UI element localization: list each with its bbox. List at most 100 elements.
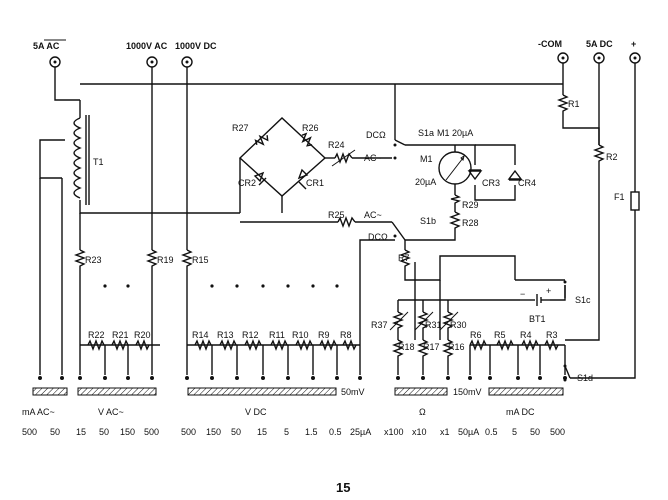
contact-dots [103,284,339,288]
dc-ohm-label-2: DCΩ [368,232,388,242]
ma-ac-value: 50 [50,427,60,437]
resistor-r17 [417,339,429,358]
r3-label: R3 [546,330,558,340]
diodes: CR2 CR1 CR3 CR4 [238,168,536,190]
r27-label: R27 [232,123,249,133]
t1-label: T1 [93,157,104,167]
diode-cr2 [253,171,265,183]
resistor-r14 [194,339,212,351]
v-dc-value: 50 [231,427,241,437]
jack-com-label: -COM [538,39,562,49]
bt1-label: BT1 [529,314,546,324]
ac-label-2: AC~ [364,210,382,220]
r13-label: R13 [217,330,234,340]
ohm-value: x1 [440,427,450,437]
r26-label: R26 [302,123,319,133]
r19-label: R19 [157,255,174,265]
switch-s1d [564,365,571,379]
ac-label-1: AC~ [364,153,382,163]
resistor-r11 [270,339,288,351]
resistor-r9 [319,339,337,351]
r5-label: R5 [494,330,506,340]
r24-label: R24 [328,140,345,150]
resistor-r10 [295,339,313,351]
resistor-r25 [337,216,356,228]
v-ac-value: 50 [99,427,109,437]
resistor-r13 [219,339,237,351]
r16-label: R16 [448,342,465,352]
diode-cr1 [297,168,309,180]
f1-label: F1 [614,192,625,202]
v-ac-value: 150 [120,427,135,437]
r10-label: R10 [292,330,309,340]
terminal-leads [39,345,471,375]
cr4-label: CR4 [518,178,536,188]
r2-label: R2 [606,152,618,162]
resistor-r15 [181,249,193,268]
r8-label: R8 [340,330,352,340]
jack-1000v-ac-label: 1000V AC [126,41,168,51]
resistors: R23 R19 R15 R1 R2 R29 R28 R7 R18 R17 R16… [74,94,618,358]
jack-5a-dc-label: 5A DC [586,39,613,49]
resistor-r19 [146,249,158,268]
resistor-r7 [399,249,411,268]
battery-minus-sign: − [520,289,525,299]
m1-label: M1 [420,154,433,164]
r28-label: R28 [462,218,479,228]
cr2-label: CR2 [238,178,256,188]
selector-terminals [38,376,567,380]
diode-cr3 [467,170,483,181]
ma-dc-value: 50µA [458,427,479,437]
diode-cr4 [507,169,523,180]
switches: S1a DCΩ AC~ S1b AC~ DCΩ S1c S1d [364,128,593,383]
v-dc-value: 1.5 [305,427,318,437]
range-ma-dc-label: mA DC [506,407,535,417]
ma-ac-value: 500 [22,427,37,437]
resistor-r16 [442,339,454,358]
resistor-r21 [111,339,129,351]
dc-ohm-label-1: DCΩ [366,130,386,140]
s1d-label: S1d [577,373,593,383]
r17-label: R17 [423,342,440,352]
r23-label: R23 [85,255,102,265]
meter-m1: M1 20µA M1 20µA [415,128,473,187]
r14-label: R14 [192,330,209,340]
bar-ma-ac [32,387,68,396]
r22-label: R22 [88,330,105,340]
resistor-r4 [521,339,539,351]
resistor-r3 [544,339,559,351]
v-dc-value: 0.5 [329,427,342,437]
s1b-label: S1b [420,216,436,226]
resistor-r28 [449,211,461,229]
r25-label: R25 [328,210,345,220]
jack-5a-ac-label: 5A AC [33,41,60,51]
r21-label: R21 [112,330,129,340]
resistor-r29 [450,194,462,205]
r4-label: R4 [520,330,532,340]
r1-label: R1 [568,99,580,109]
resistor-r8 [342,339,357,351]
r37-label: R37 [371,320,388,330]
resistor-r18 [392,339,404,358]
bar-ma-dc [488,387,564,396]
bar-v-ac [77,387,157,396]
v-dc-value: 5 [284,427,289,437]
r31-label: R31 [425,320,442,330]
resistor-r22 [87,339,105,351]
jack-1000v-dc-label: 1000V DC [175,41,217,51]
jack-plus: + [629,39,641,64]
jack-com: -COM [538,39,569,64]
battery-plus-sign: + [546,286,551,296]
r6-label: R6 [470,330,482,340]
range-ma-ac-label: mA AC~ [22,407,55,417]
page-number: 15 [336,480,350,495]
jack-1000v-dc: 1000V DC [175,41,217,68]
wires [39,63,636,379]
v-dc-value: 500 [181,427,196,437]
ma-dc-value: 50 [530,427,540,437]
range-ohm-label: Ω [419,407,426,417]
ohm-value: x100 [384,427,404,437]
range-bars [32,387,564,396]
switch-s1b [391,221,406,241]
